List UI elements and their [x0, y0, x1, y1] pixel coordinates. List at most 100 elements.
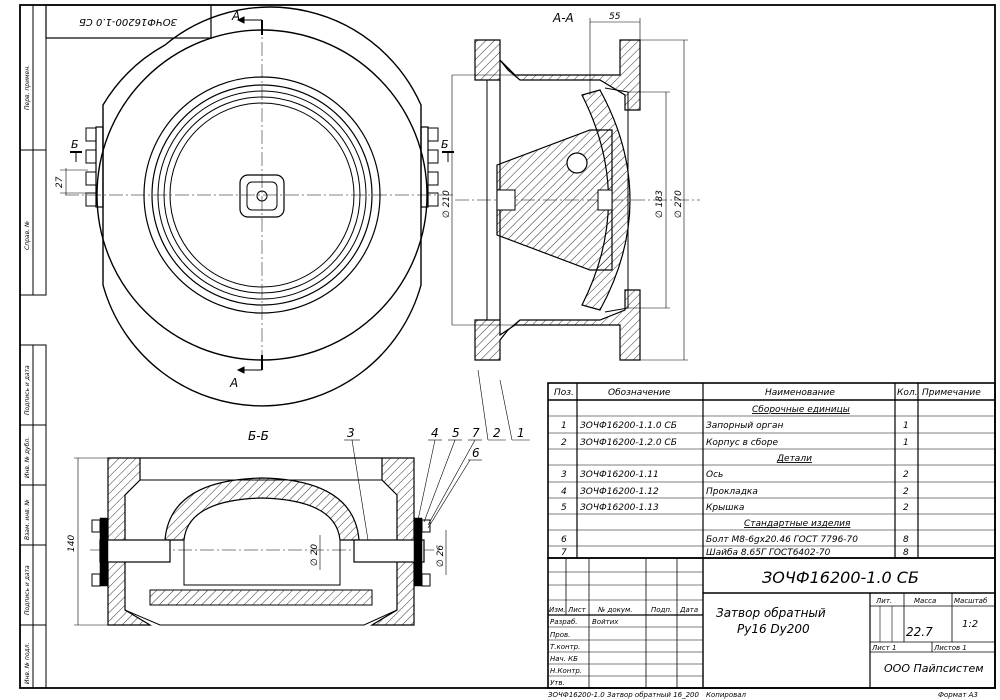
role-tech-control: Т.контр.	[550, 643, 580, 651]
row2-name: Корпус в сборе	[706, 438, 779, 448]
title-name-line2: Ру16 Dу200	[737, 622, 810, 636]
row4-pos: 4	[561, 487, 567, 497]
top-stamp-text: ЗОЧФ16200-1.0 СБ	[79, 16, 177, 27]
row3-code: ЗОЧФ16200-1.11	[580, 470, 659, 480]
row2-pos: 2	[561, 438, 567, 448]
spec-headers: Поз. Обозначение Наименование Кол. Приме…	[554, 388, 981, 398]
header-code: Обозначение	[608, 388, 671, 398]
dim-20: ∅ 20	[310, 544, 320, 566]
dim-270: ∅ 270	[674, 190, 684, 218]
row7-pos: 7	[561, 548, 567, 558]
left-margin-strips	[19, 4, 47, 689]
scale-label: Масштаб	[954, 597, 988, 605]
callout-3: 3	[347, 426, 355, 440]
role-head-kb: Нач. КБ	[550, 655, 578, 663]
mass-label: Масса	[914, 597, 936, 605]
title-roles: Разраб. Войтих Пров. Т.контр. Нач. КБ Н.…	[550, 618, 619, 687]
row1-code: ЗОЧФ16200-1.1.0 СБ	[580, 421, 677, 431]
title-designation: ЗОЧФ16200-1.0 СБ	[762, 568, 919, 587]
row4-code: ЗОЧФ16200-1.12	[580, 487, 659, 497]
header-note: Примечание	[922, 388, 981, 398]
title-block	[547, 557, 996, 689]
row6-pos: 6	[561, 535, 567, 545]
row5-code: ЗОЧФ16200-1.13	[580, 503, 659, 513]
row3-qty: 2	[903, 470, 909, 480]
col-doc: № докум.	[597, 606, 633, 614]
group-assemblies: Сборочные единицы	[752, 405, 850, 415]
row3-pos: 3	[561, 470, 567, 480]
header-pos: Поз.	[554, 388, 574, 398]
footer-file: ЗОЧФ16200-1.0 Затвор обратный 16_200	[548, 691, 700, 699]
callout-4: 4	[431, 426, 439, 440]
section-a-top: А	[231, 9, 240, 23]
callout-5: 5	[452, 426, 460, 440]
section-b-right: Б	[441, 138, 449, 151]
side-labels: Перв. примен. Справ. № Подпись и дата Ин…	[24, 65, 31, 684]
side-label-3: Подпись и дата	[24, 365, 31, 415]
sheet-number: Лист 1	[871, 644, 896, 652]
section-b-left: Б	[71, 138, 79, 151]
row2-qty: 1	[903, 438, 909, 448]
row6-qty: 8	[903, 535, 909, 545]
side-label-4: Инв. № дубл.	[24, 437, 31, 478]
side-label-1: Перв. примен.	[24, 65, 31, 110]
dim-26: ∅ 26	[436, 545, 446, 567]
title-name-line1: Затвор обратный	[716, 606, 826, 620]
title-col-headers: Изм. Лист № докум. Подп. Дата	[549, 606, 698, 614]
section-bb-label: Б-Б	[248, 429, 269, 443]
group-standard: Стандартные изделия	[744, 519, 851, 529]
section-a-bottom: А	[229, 376, 238, 390]
col-sign: Подп.	[651, 606, 672, 614]
col-izm: Изм.	[549, 606, 565, 614]
row5-qty: 2	[903, 503, 909, 513]
row3-name: Ось	[706, 470, 723, 480]
row5-name: Крышка	[706, 503, 744, 513]
side-label-7: Инв. № подл.	[24, 643, 31, 684]
row7-qty: 8	[903, 548, 909, 558]
header-qty: Кол.	[897, 388, 918, 398]
scale-value: 1:2	[962, 619, 978, 630]
row4-qty: 2	[903, 487, 909, 497]
col-date: Дата	[679, 606, 698, 614]
row1-qty: 1	[903, 421, 909, 431]
spec-rows: 1 ЗОЧФ16200-1.1.0 СБ Запорный орган 1 2 …	[561, 421, 909, 558]
callout-1: 1	[517, 426, 525, 440]
mass-value: 22.7	[906, 625, 933, 639]
dim-55: 55	[609, 12, 621, 22]
footer-copied: Копировал	[706, 691, 747, 699]
row1-pos: 1	[561, 421, 567, 431]
callout-7: 7	[472, 426, 480, 440]
front-view	[60, 6, 455, 407]
top-stamp-box	[45, 4, 212, 39]
company-name: ООО Пайпсистем	[884, 662, 984, 675]
dim-27: 27	[55, 176, 65, 188]
row7-name: Шайба 8.65Г ГОСТ6402-70	[706, 548, 831, 558]
dim-140: 140	[67, 535, 77, 552]
role-checker: Пров.	[550, 631, 570, 639]
sheet-count: Листов 1	[933, 644, 967, 652]
section-bb	[74, 457, 447, 626]
dim-183: ∅ 183	[655, 190, 665, 218]
role-norm-control: Н.Контр.	[550, 667, 582, 675]
col-list: Лист	[567, 606, 587, 614]
dim-210: ∅ 210	[442, 190, 452, 218]
role-developer: Разраб.	[550, 618, 578, 626]
section-aa-label: А-А	[552, 11, 574, 25]
section-aa	[451, 18, 700, 361]
callout-leaders	[344, 369, 530, 541]
side-label-5: Взам. инв. №	[24, 499, 31, 540]
row5-pos: 5	[561, 503, 567, 513]
row6-name: Болт М8-6gx20.46 ГОСТ 7796-70	[706, 535, 858, 545]
lit-label: Лит.	[875, 597, 892, 605]
callout-6: 6	[472, 446, 480, 460]
row1-name: Запорный орган	[706, 421, 784, 431]
callout-2: 2	[493, 426, 501, 440]
role-approved: Утв.	[550, 679, 565, 687]
row2-code: ЗОЧФ16200-1.2.0 СБ	[580, 438, 677, 448]
row4-name: Прокладка	[706, 487, 758, 497]
developer-name: Войтих	[592, 618, 619, 626]
header-name: Наименование	[765, 388, 835, 398]
side-label-2: Справ. №	[24, 221, 31, 250]
side-label-6: Подпись и дата	[24, 565, 31, 615]
